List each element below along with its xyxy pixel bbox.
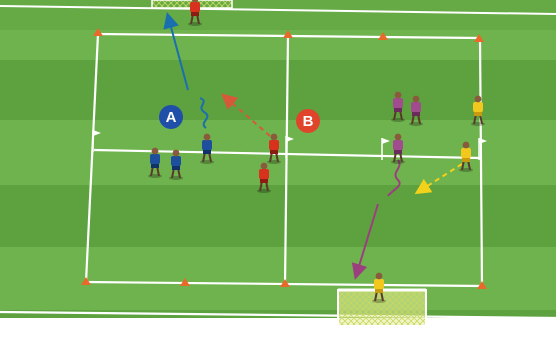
marker-a-label: A	[166, 109, 177, 126]
marker-b: B	[296, 109, 320, 133]
marker-a: A	[159, 105, 183, 129]
marker-b-label: B	[303, 113, 314, 130]
